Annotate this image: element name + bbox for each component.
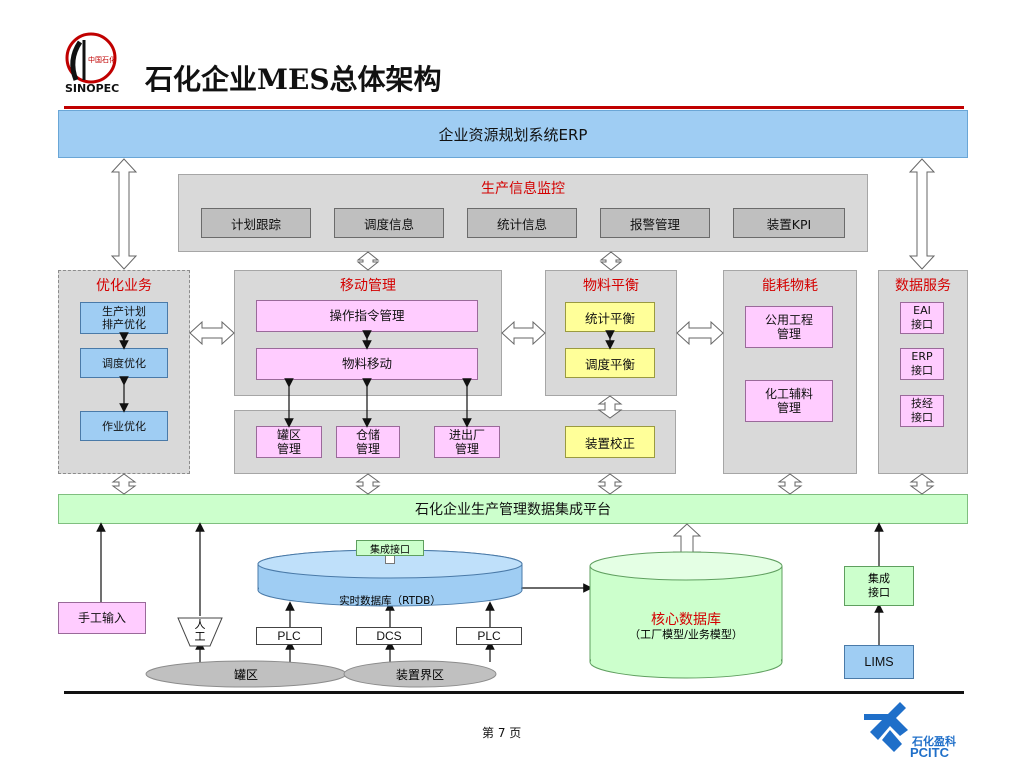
unit-area-ellipse: [343, 660, 497, 688]
mobile-gate-mgmt: 进出厂 管理: [434, 426, 500, 458]
hollow-arrow-platform-3: [597, 473, 623, 495]
optimize-item-plan-line1: 生产计划: [102, 305, 146, 318]
rtdb-label: 实时数据库（RTDB）: [339, 594, 441, 607]
energy-chem: 化工辅料 管理: [745, 380, 833, 422]
erp-label: 企业资源规划系统ERP: [438, 125, 588, 144]
optimize-item-plan-line2: 排产优化: [102, 318, 146, 331]
dataservice-erp: ERP 接口: [900, 348, 944, 380]
optimize-item-plan: 生产计划 排产优化: [80, 302, 168, 334]
dataservice-title: 数据服务: [895, 278, 951, 294]
monitor-item-dispatch-info: 调度信息: [334, 208, 444, 238]
hollow-arrow-monitor-mobile: [356, 251, 380, 271]
core-db-title: 核心数据库: [651, 612, 721, 628]
mobile-tank-line2: 管理: [276, 442, 301, 456]
dataservice-erp-line1: ERP: [911, 350, 933, 363]
page-title: 石化企业MES总体架构: [145, 63, 442, 96]
optimize-item-dispatch: 调度优化: [80, 348, 168, 378]
hollow-arrow-mobile-balance: [501, 320, 546, 346]
monitor-title: 生产信息监控: [481, 181, 565, 197]
monitor-item-alarm: 报警管理: [600, 208, 710, 238]
person-funnel: [177, 617, 223, 647]
dataservice-tech-line2: 接口: [911, 411, 933, 424]
person-line2: 工: [194, 630, 206, 643]
energy-chem-line1: 化工辅料: [764, 387, 813, 401]
balance-dispatch: 调度平衡: [565, 348, 655, 378]
mobile-gate-line1: 进出厂: [448, 428, 485, 442]
footer-divider: [64, 691, 964, 694]
person-label: 人 工: [186, 618, 214, 644]
dataservice-erp-line2: 接口: [911, 364, 933, 377]
integ2-line1: 集成: [868, 572, 890, 585]
lims-box: LIMS: [844, 645, 914, 679]
energy-utility: 公用工程 管理: [745, 306, 833, 348]
pcitc-brand-en: PCITC: [910, 745, 949, 760]
coredb-cylinder: [589, 551, 783, 679]
hollow-arrow-erp-left: [110, 158, 138, 270]
plc-box-1: PLC: [256, 627, 322, 645]
integ2-line2: 接口: [868, 586, 890, 599]
erp-bar: 企业资源规划系统ERP: [58, 110, 968, 158]
dataservice-eai-line2: 接口: [911, 318, 933, 331]
hollow-arrow-platform-1: [111, 473, 137, 495]
integration-interface-stem: [385, 556, 395, 564]
dataservice-tech-line1: 技经: [911, 397, 933, 410]
monitor-item-stat-info: 统计信息: [467, 208, 577, 238]
mobile-store-mgmt: 仓储 管理: [336, 426, 400, 458]
hollow-arrow-platform-4: [777, 473, 803, 495]
mobile-tank-line1: 罐区: [276, 428, 301, 442]
plc-box-2: PLC: [456, 627, 522, 645]
dataservice-tech: 技经 接口: [900, 395, 944, 427]
rtdb-cylinder: [257, 549, 523, 607]
hollow-arrow-platform-5: [909, 473, 935, 495]
optimize-title: 优化业务: [96, 278, 152, 294]
platform-label: 石化企业生产管理数据集成平台: [415, 502, 611, 518]
balance-title: 物料平衡: [583, 278, 639, 294]
header-divider: [64, 106, 964, 109]
logo-text: SINOPEC: [65, 82, 119, 95]
energy-utility-line1: 公用工程: [764, 313, 813, 327]
dataservice-eai-line1: EAI: [913, 304, 931, 317]
hollow-arrow-monitor-balance: [599, 251, 623, 271]
integration-platform: 石化企业生产管理数据集成平台: [58, 494, 968, 524]
core-db-subtitle: （工厂模型/业务模型）: [629, 628, 743, 641]
hollow-arrow-optimize-mobile: [189, 320, 235, 346]
optimize-item-operation: 作业优化: [80, 411, 168, 441]
pcitc-brand-cn: 石化盈科: [912, 735, 956, 748]
sinopec-logo: 中国石化 SINOPEC: [62, 30, 120, 96]
mobile-tank-mgmt: 罐区 管理: [256, 426, 322, 458]
mobile-op-command: 操作指令管理: [256, 300, 478, 332]
balance-stat: 统计平衡: [565, 302, 655, 332]
dataservice-eai: EAI 接口: [900, 302, 944, 334]
hollow-arrow-balance-energy: [676, 320, 724, 346]
dcs-box: DCS: [356, 627, 422, 645]
integration-interface-tag: 集成接口: [356, 540, 424, 556]
tank-area-label: 罐区: [233, 667, 258, 682]
unit-calibration: 装置校正: [565, 426, 655, 458]
mobile-store-line2: 管理: [355, 442, 380, 456]
mobile-store-line1: 仓储: [355, 428, 380, 442]
monitor-item-plan-tracking: 计划跟踪: [201, 208, 311, 238]
mobile-title: 移动管理: [340, 278, 396, 294]
logo-small-text: 中国石化: [88, 55, 116, 64]
person-line1: 人: [194, 618, 206, 631]
integration-interface-2: 集成 接口: [844, 566, 914, 606]
mobile-material-move: 物料移动: [256, 348, 478, 380]
unit-area-label: 装置界区: [395, 667, 444, 682]
energy-title: 能耗物耗: [762, 278, 818, 294]
manual-input: 手工输入: [58, 602, 146, 634]
pcitc-logo: [860, 700, 964, 762]
energy-chem-line2: 管理: [776, 401, 801, 415]
hollow-arrow-platform-2: [355, 473, 381, 495]
energy-panel: [723, 270, 857, 474]
page-number: 第 7 页: [482, 726, 522, 740]
monitor-item-kpi: 装置KPI: [733, 208, 845, 238]
energy-utility-line2: 管理: [776, 327, 801, 341]
hollow-arrow-balance-calib: [597, 395, 623, 419]
hollow-arrow-erp-right: [908, 158, 936, 270]
mobile-gate-line2: 管理: [454, 442, 479, 456]
